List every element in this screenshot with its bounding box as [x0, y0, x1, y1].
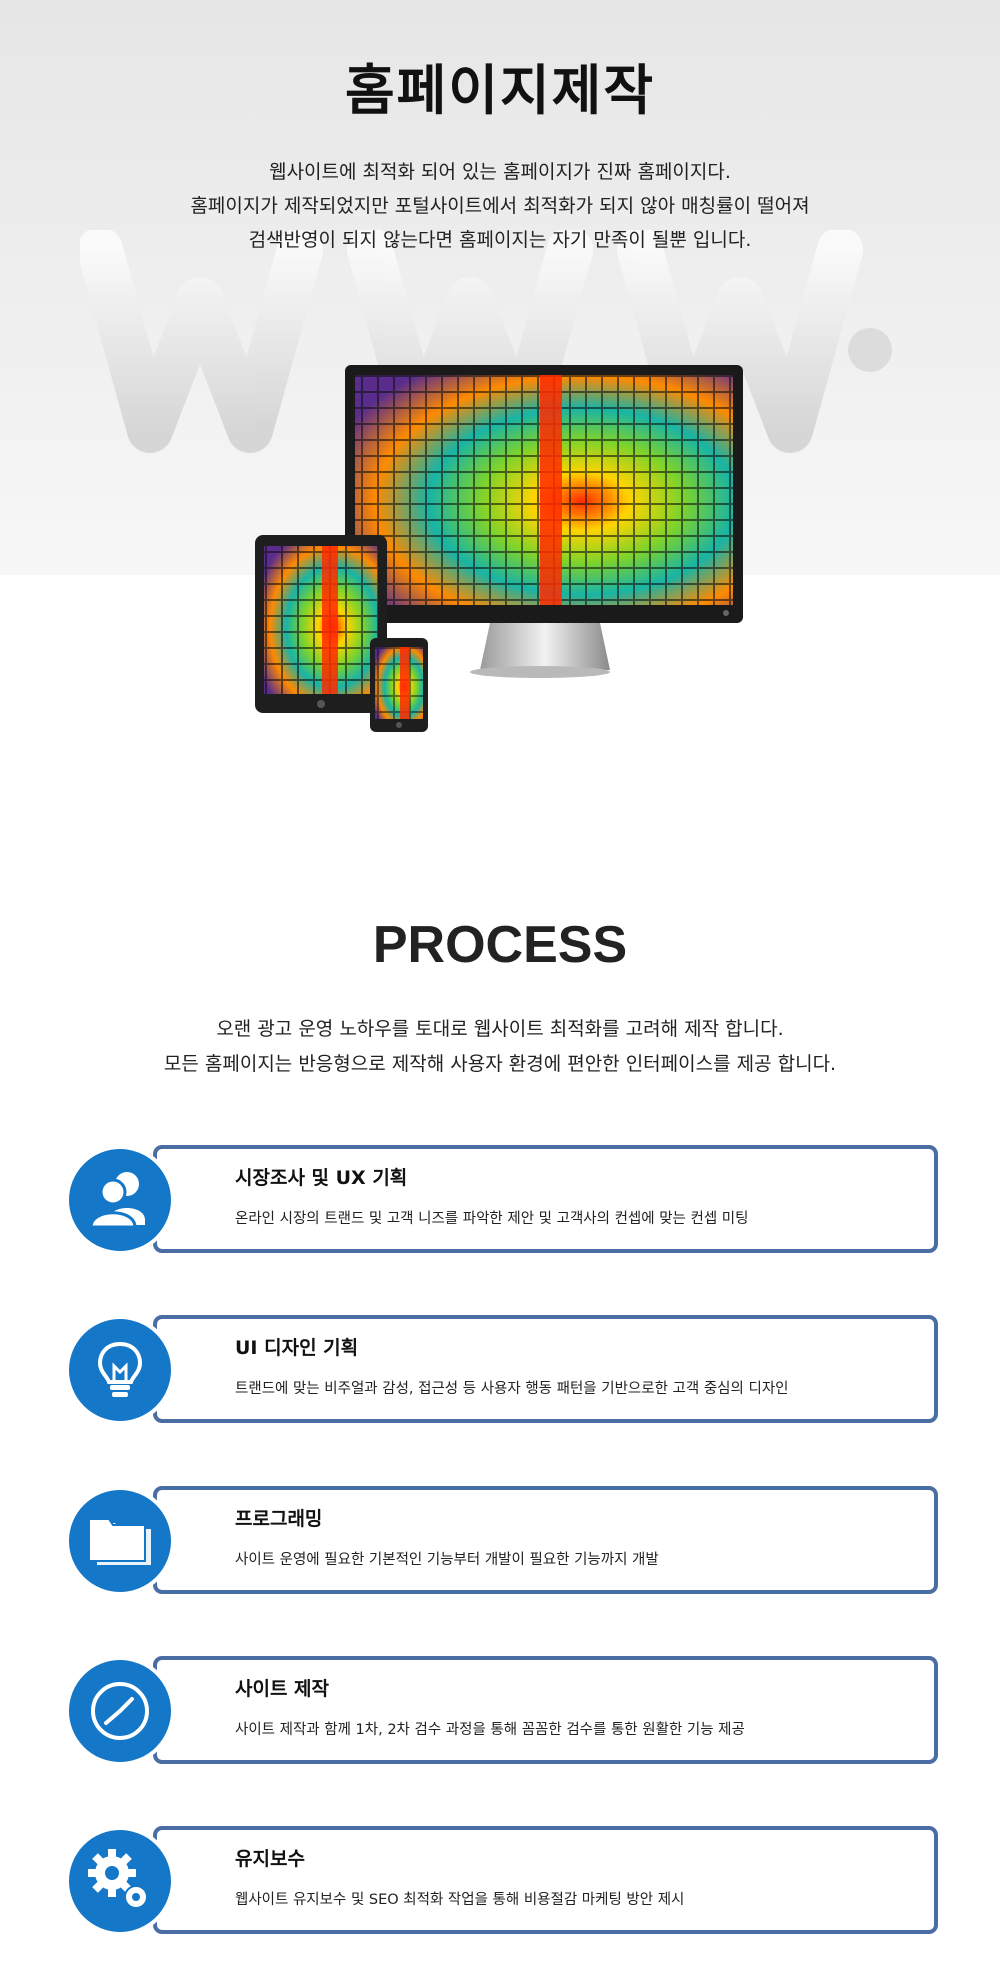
process-step-icon-circle [65, 1145, 175, 1255]
hero-section: 홈페이지제작 웹사이트에 최적화 되어 있는 홈페이지가 진짜 홈페이지다. 홈… [0, 0, 1000, 850]
process-step-text: 웹사이트 유지보수 및 SEO 최적화 작업을 통해 비용절감 마케팅 방안 제… [235, 1892, 685, 1908]
process-step-card [153, 1486, 938, 1594]
process-title: PROCESS [372, 916, 628, 974]
users-icon [89, 1172, 145, 1229]
process-step-text: 사이트 제작과 함께 1차, 2차 검수 과정을 통해 꼼꼼한 검수를 통한 원… [235, 1722, 745, 1738]
lightbulb-icon [97, 1341, 143, 1397]
process-step-card [153, 1145, 938, 1253]
process-step-card [153, 1826, 938, 1934]
process-step-market-research: 시장조사 및 UX 기획 온라인 시장의 트랜드 및 고객 니즈를 파악한 제안… [65, 1145, 938, 1255]
hero-description-line: 웹사이트에 최적화 되어 있는 홈페이지가 진짜 홈페이지다. [269, 161, 731, 183]
hero-description: 웹사이트에 최적화 되어 있는 홈페이지가 진짜 홈페이지다. 홈페이지가 제작… [0, 155, 1000, 257]
process-step-maintenance: 유지보수 웹사이트 유지보수 및 SEO 최적화 작업을 통해 비용절감 마케팅… [65, 1826, 938, 1936]
clock-icon [91, 1682, 149, 1740]
process-step-title: 프로그래밍 [235, 1508, 323, 1530]
process-step-icon-circle [65, 1656, 175, 1766]
process-description: 오랜 광고 운영 노하우를 토대로 웹사이트 최적화를 고려해 제작 합니다. … [0, 1012, 1000, 1082]
process-step-ui-design: UI 디자인 기획 트랜드에 맞는 비주얼과 감성, 접근성 등 사용자 행동 … [65, 1315, 938, 1425]
folder-icon [88, 1518, 151, 1565]
hero-description-line: 홈페이지가 제작되었지만 포털사이트에서 최적화가 되지 않아 매칭률이 떨어져 [190, 195, 810, 217]
process-step-text: 온라인 시장의 트랜드 및 고객 니즈를 파악한 제안 및 고객사의 컨셉에 맞… [235, 1211, 749, 1227]
tablet-device [255, 535, 387, 713]
process-step-title: 사이트 제작 [235, 1678, 330, 1700]
process-step-title: 시장조사 및 UX 기획 [235, 1167, 408, 1189]
process-step-text: 트랜드에 맞는 비주얼과 감성, 접근성 등 사용자 행동 패턴을 기반으로한 … [235, 1381, 789, 1397]
process-description-line: 모든 홈페이지는 반응형으로 제작해 사용자 환경에 편안한 인터페이스를 제공… [163, 1053, 837, 1075]
gears-icon [88, 1849, 148, 1909]
process-step-icon-circle [65, 1315, 175, 1425]
process-step-title: 유지보수 [235, 1848, 305, 1870]
process-step-card [153, 1315, 938, 1423]
process-step-title: UI 디자인 기획 [235, 1337, 359, 1359]
monitor-device [345, 365, 743, 678]
process-step-icon-circle [65, 1486, 175, 1596]
process-step-site-build: 사이트 제작 사이트 제작과 함께 1차, 2차 검수 과정을 통해 꼼꼼한 검… [65, 1656, 938, 1766]
process-description-line: 오랜 광고 운영 노하우를 토대로 웹사이트 최적화를 고려해 제작 합니다. [216, 1018, 784, 1040]
responsive-devices-image [255, 365, 743, 732]
phone-device [370, 638, 428, 732]
process-step-text: 사이트 운영에 필요한 기본적인 기능부터 개발이 필요한 기능까지 개발 [235, 1552, 659, 1568]
process-step-programming: 프로그래밍 사이트 운영에 필요한 기본적인 기능부터 개발이 필요한 기능까지… [65, 1486, 938, 1596]
hero-description-line: 검색반영이 되지 않는다면 홈페이지는 자기 만족이 될뿐 입니다. [248, 229, 752, 251]
process-step-icon-circle [65, 1826, 175, 1936]
hero-title: 홈페이지제작 [344, 59, 656, 122]
process-step-card [153, 1656, 938, 1764]
